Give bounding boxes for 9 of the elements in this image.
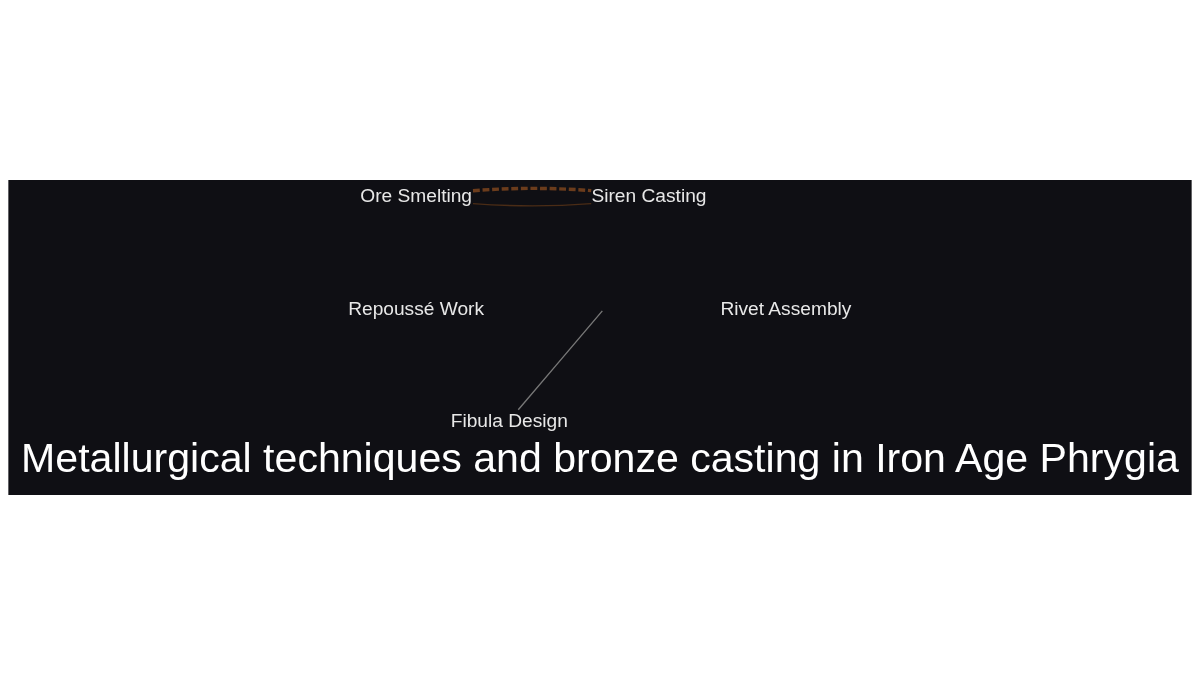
connector <box>517 310 603 411</box>
node-text: Rivet Assembly <box>720 297 852 319</box>
node-text: Fibula Design <box>450 409 568 431</box>
connector <box>472 202 592 207</box>
diagram-title: Metallurgical techniques and bronze casting in Iron Age Phrygia <box>21 434 1179 481</box>
connector <box>472 186 592 193</box>
node-text: Siren Casting <box>591 185 707 207</box>
node-text: Repoussé Work <box>348 297 485 319</box>
node-text: Ore Smelting <box>360 185 473 207</box>
